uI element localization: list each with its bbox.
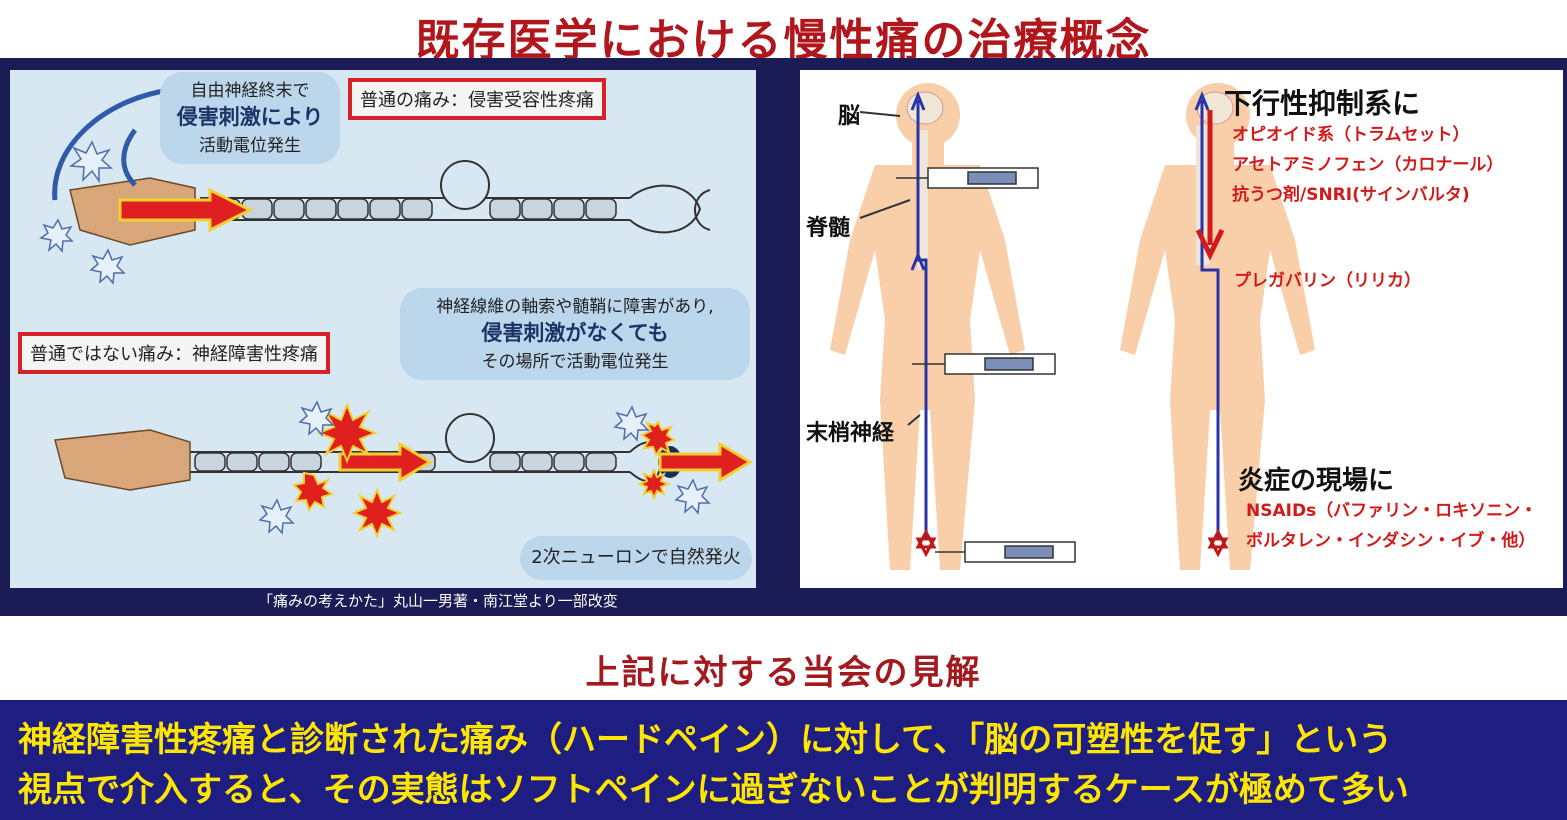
callout-neuropathic: 神経線維の軸索や髄鞘に障害があり, 侵害刺激がなくても その場所で活動電位発生 [400,288,750,380]
drug-nsaids-line2: ボルタレン・インダシン・イブ・他） [1246,531,1536,551]
treatment-target-diagram: 脳 脊髄 末梢神経 下行性抑制系に オピオイド系（トラムセット） アセトアミノフ… [800,70,1563,588]
lower-red-arrow [338,441,433,483]
nerve-fiber-illustration [39,87,753,539]
drug-pregabalin: プレガバリン（リリカ） [1234,271,1421,291]
drug-snri: 抗うつ剤/SNRI(サインバルタ) [1232,185,1470,205]
ascending-pathway-right [1194,90,1220,540]
drug-opioid: オピオイド系（トラムセット） [1232,125,1470,145]
label-neuropathic-pain: 普通ではない痛み：神経障害性疼痛 [18,332,330,374]
drug-acetaminophen: アセトアミノフェン（カロナール） [1232,155,1504,175]
output-red-arrow [658,441,753,483]
callout-line: 活動電位発生 [199,136,301,156]
lower-hand [54,429,191,491]
page-title: 既存医学における慢性痛の治療概念 [415,15,1152,66]
syringe-site [935,541,1076,563]
callout-nociceptive: 自由神経終末で 侵害刺激により 活動電位発生 [160,72,340,164]
lower-myelin-segments [194,452,617,472]
drug-nsaids-line1: NSAIDs（バファリン・ロキソニン・ [1246,501,1538,521]
white-stars [39,140,711,535]
callout-emphasis: 侵害刺激により [176,105,324,129]
ectopic-firing-stars [291,402,677,539]
lower-cell-body [445,413,495,463]
upper-synapse [629,184,702,234]
callout-line: 自由神経終末で [190,81,310,101]
neuropathic-pain-diagram: 自由神経終末で 侵害刺激により 活動電位発生 普通の痛み：侵害受容性疼痛 神経線… [10,70,756,588]
upper-cell-body [440,160,490,210]
label-peripheral-nerve: 末梢神経 [806,421,895,446]
label-brain: 脳 [838,104,861,129]
syringe-spinal [896,167,1039,189]
section-subtitle: 上記に対する当会の見解 [585,653,982,693]
callout-second-neuron: 2次ニューロンで自然発火 [520,536,752,580]
upper-myelin-segments [209,198,617,220]
spinal-cord-left [918,130,928,270]
callout-line: その場所で活動電位発生 [481,352,669,372]
upper-nerve-fiber [200,197,630,221]
syringe-peripheral [912,353,1056,375]
body-illustration [830,83,1315,570]
callout-emphasis: 侵害刺激がなくても [481,321,669,345]
label-nociceptive-pain: 普通の痛み：侵害受容性疼痛 [348,78,606,120]
inflammation-heading: 炎症の現場に [1238,466,1395,496]
label-spinal-cord: 脊髄 [806,216,851,241]
upper-red-arrow [118,187,254,233]
descending-inhibition-heading: 下行性抑制系に [1224,87,1421,120]
conclusion-line-1: 神経障害性疼痛と診断された痛み（ハードペイン）に対して、「脳の可塑性を促す」とい… [18,720,1393,760]
source-credit: 「痛みの考えかた」丸山一男著・南江堂より一部改変 [258,592,618,610]
ascending-pathway-left [910,90,928,540]
conclusion-line-2: 視点で介入すると、その実態はソフトペインに過ぎないことが判明するケースが極めて多… [18,770,1409,810]
upper-blue-arrow [52,87,171,201]
conclusion-box [0,700,1567,820]
callout-line: 神経線維の軸索や髄鞘に障害があり, [436,297,714,317]
